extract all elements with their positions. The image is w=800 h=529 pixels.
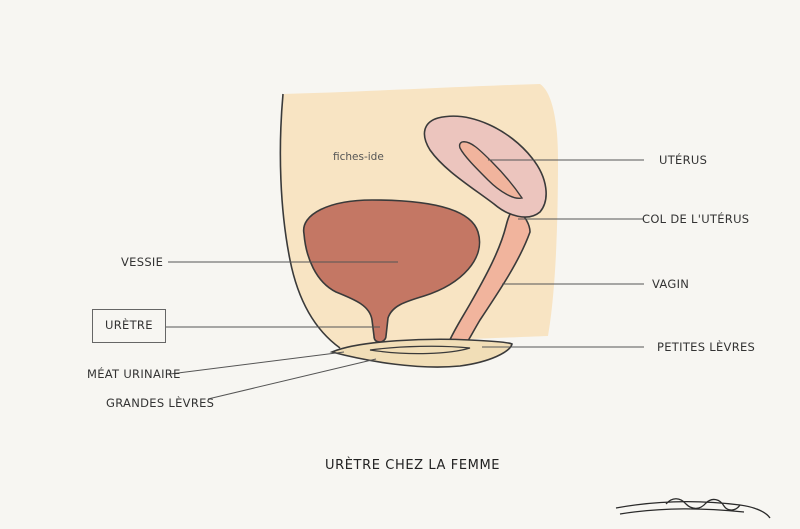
body-outline (279, 93, 341, 349)
label-vessie: VESSIE (121, 255, 164, 269)
leader-meat (169, 351, 345, 375)
label-uterus: UTÉRUS (659, 153, 708, 167)
label-vagin: VAGIN (652, 277, 690, 291)
label-grandes-levres: GRANDES LÈVRES (106, 396, 215, 410)
label-petites-levres: PETITES LÈVRES (657, 340, 756, 354)
leader-grandes-levres (207, 358, 377, 400)
label-meat-urinaire: MÉAT URINAIRE (87, 367, 181, 381)
bladder (302, 199, 481, 343)
labia-minora (369, 345, 471, 355)
label-col-uterus: COL DE L'UTÉRUS (642, 212, 750, 226)
uterus-cavity (458, 141, 524, 199)
watermark-text: fiches-ide (333, 151, 384, 163)
signature-mark (615, 498, 771, 519)
leader-lines (166, 159, 644, 400)
diagram-title: URÈTRE CHEZ LA FEMME (325, 458, 501, 473)
label-uretre-box: URÈTRE (92, 309, 166, 343)
